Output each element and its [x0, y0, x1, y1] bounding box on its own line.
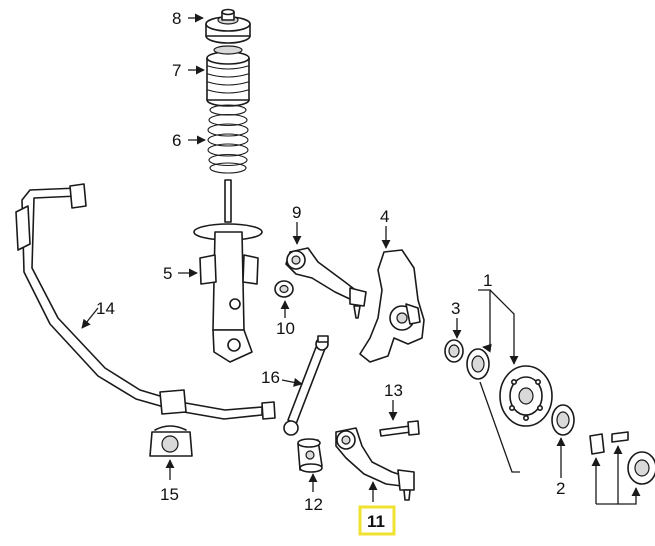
callout-7-label[interactable]: 7 [172, 61, 181, 80]
callout-8-label[interactable]: 8 [172, 9, 181, 28]
callout-11-highlight [358, 505, 396, 536]
strut-mount-part[interactable] [205, 8, 251, 44]
bolt-part[interactable] [379, 420, 420, 437]
callout-15-label[interactable]: 15 [160, 485, 179, 504]
steering-knuckle-part[interactable] [359, 249, 425, 363]
stabilizer-link-part[interactable] [283, 335, 329, 436]
callout-leaders [81, 13, 641, 505]
lower-arm-bushing-part[interactable] [297, 438, 323, 473]
callout-1-label[interactable]: 1 [483, 271, 492, 290]
callout-10-label[interactable]: 10 [276, 319, 295, 338]
hub-seal-part[interactable] [444, 339, 464, 363]
callout-12-label[interactable]: 12 [304, 495, 323, 514]
lower-control-arm-part[interactable] [335, 427, 415, 501]
callout-labels: 8 7 6 5 9 10 4 3 1 14 16 13 15 12 11 2 [96, 9, 565, 531]
callout-11-label[interactable]: 11 [367, 512, 385, 531]
stabilizer-bar-part[interactable] [15, 183, 276, 420]
hub-nut-part[interactable] [589, 431, 655, 485]
callout-14-label[interactable]: 14 [96, 299, 115, 318]
callout-5-label[interactable]: 5 [163, 264, 172, 283]
upper-control-arm-part[interactable] [285, 247, 367, 319]
coil-spring-part[interactable] [207, 104, 249, 174]
callout-2-label[interactable]: 2 [556, 479, 565, 498]
callout-4-label[interactable]: 4 [380, 207, 389, 226]
callout-13-label[interactable]: 13 [384, 381, 403, 400]
arm-bushing-upper-part[interactable] [274, 280, 294, 298]
callout-3-label[interactable]: 3 [451, 299, 460, 318]
stabilizer-bushing-part[interactable] [149, 425, 193, 457]
callout-6-label[interactable]: 6 [172, 131, 181, 150]
wheel-hub-part[interactable] [466, 348, 575, 436]
bump-stop-part[interactable] [206, 45, 250, 107]
strut-assembly-part[interactable] [193, 179, 263, 363]
callout-16-label[interactable]: 16 [261, 368, 280, 387]
callout-9-label[interactable]: 9 [292, 203, 301, 222]
